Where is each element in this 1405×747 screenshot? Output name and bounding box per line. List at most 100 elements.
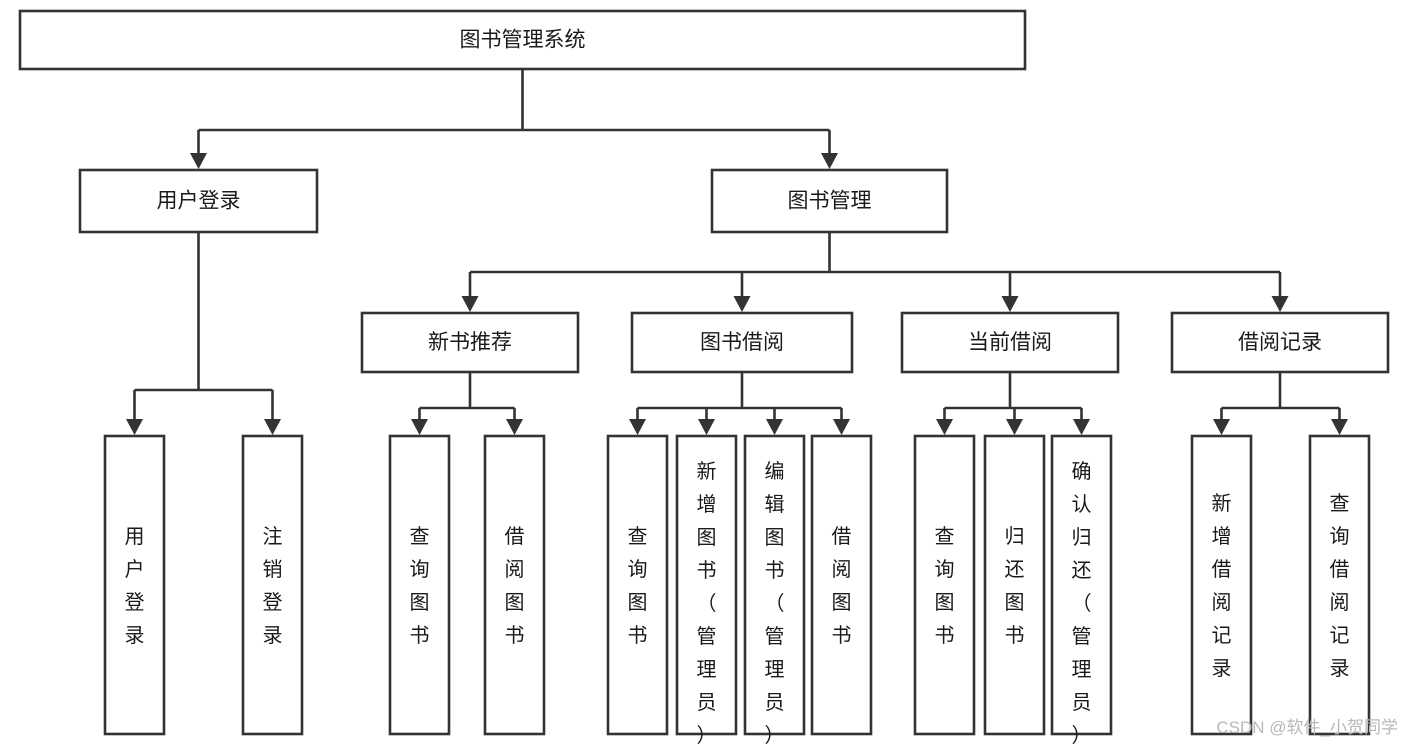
arrow-head-icon: [629, 419, 646, 435]
node-label-char: 员: [697, 692, 717, 714]
node-label-char: 查: [410, 525, 430, 548]
node-box: [810, 434, 873, 736]
node-box: [913, 434, 976, 736]
node-label-char: 阅: [1330, 591, 1350, 614]
node-label-char: 录: [1330, 658, 1350, 680]
arrow-head-icon: [190, 153, 207, 169]
node-label-char: 图: [628, 592, 648, 614]
arrow-head-icon: [698, 419, 715, 435]
node-label-char: 登: [263, 591, 283, 614]
node-label: 图书管理: [788, 190, 872, 213]
node-label-char: 注: [263, 525, 283, 548]
node-box: [1050, 434, 1113, 736]
node-label-char: 理: [1072, 659, 1092, 681]
node-label-char: 图: [505, 592, 525, 614]
node-box: [1190, 434, 1253, 736]
arrow-head-icon: [461, 296, 479, 312]
node-label-char: ）: [1072, 724, 1092, 747]
node-current-borrow[interactable]: 当前借阅: [900, 311, 1120, 374]
node-label-char: 新: [1212, 492, 1232, 515]
node-new-book-recommend[interactable]: 新书推荐: [360, 311, 580, 374]
node-label-char: 还: [1005, 558, 1025, 581]
node-label-char: 增: [697, 493, 717, 516]
arrow-head-icon: [1213, 419, 1230, 435]
node-box: [78, 168, 319, 234]
node-label-char: 借: [832, 525, 852, 548]
node-label-char: 记: [1212, 624, 1232, 647]
node-label-char: 还: [1072, 559, 1092, 582]
node-label-char: 借: [1330, 558, 1350, 581]
node-label-char: （: [765, 592, 785, 615]
node-label-char: 录: [1212, 658, 1232, 680]
node-book-manage[interactable]: 图书管理: [710, 168, 949, 234]
node-box: [710, 168, 949, 234]
arrow-head-icon: [1331, 419, 1348, 435]
node-label: 借阅记录: [1238, 331, 1322, 354]
node-label-char: 增: [1212, 525, 1232, 548]
node-label-char: 阅: [832, 558, 852, 581]
node-label-char: 认: [1072, 493, 1092, 516]
node-borrow-record[interactable]: 借阅记录: [1170, 311, 1390, 374]
nodes-layer: 图书管理系统用户登录图书管理新书推荐图书借阅当前借阅借阅记录用户登录注销登录查询…: [18, 9, 1390, 747]
node-box: [675, 434, 738, 736]
node-label-char: 查: [1330, 492, 1350, 515]
node-box: [743, 434, 806, 736]
node-label: 当前借阅: [968, 331, 1052, 354]
node-box: [900, 311, 1120, 374]
node-box: [1308, 434, 1371, 736]
node-label-char: 书: [628, 624, 648, 647]
node-label: 图书管理系统: [460, 29, 586, 52]
node-label: 用户登录: [157, 190, 241, 213]
node-label-char: 归: [1072, 526, 1092, 549]
node-label-char: ）: [697, 724, 717, 747]
node-label-char: 书: [1005, 624, 1025, 647]
arrow-head-icon: [126, 419, 143, 435]
arrow-head-icon: [766, 419, 783, 435]
node-label-char: 员: [1072, 692, 1092, 714]
node-root[interactable]: 图书管理系统: [18, 9, 1027, 71]
node-label-char: 询: [628, 558, 648, 581]
node-label-char: 管: [765, 625, 785, 648]
arrow-head-icon: [936, 419, 953, 435]
arrow-head-icon: [411, 419, 428, 435]
node-label-char: 录: [263, 625, 283, 647]
node-box: [630, 311, 854, 374]
node-label-char: 书: [765, 559, 785, 582]
node-label-char: 图: [410, 592, 430, 614]
node-box: [388, 434, 451, 736]
csdn-watermark: CSDN @软件_小贺同学: [1216, 718, 1398, 737]
node-label-char: 询: [410, 558, 430, 581]
node-book-borrow[interactable]: 图书借阅: [630, 311, 854, 374]
node-label-char: 图: [935, 592, 955, 614]
node-label-char: 书: [832, 624, 852, 647]
node-user-login[interactable]: 用户登录: [78, 168, 319, 234]
node-label-char: 借: [1212, 558, 1232, 581]
node-label-char: 确: [1072, 460, 1092, 483]
node-leaf-user-login[interactable]: 用户登录: [103, 434, 166, 736]
node-label-char: 销: [263, 558, 283, 581]
node-label-char: 查: [935, 525, 955, 548]
arrow-head-icon: [833, 419, 850, 435]
node-label-char: 询: [935, 558, 955, 581]
node-label-char: 图: [697, 527, 717, 549]
node-label-char: 图: [832, 592, 852, 614]
node-label-char: 员: [765, 692, 785, 714]
arrow-head-icon: [1006, 419, 1023, 435]
node-box: [241, 434, 304, 736]
arrow-head-icon: [1271, 296, 1289, 312]
node-label-char: 归: [1005, 525, 1025, 548]
